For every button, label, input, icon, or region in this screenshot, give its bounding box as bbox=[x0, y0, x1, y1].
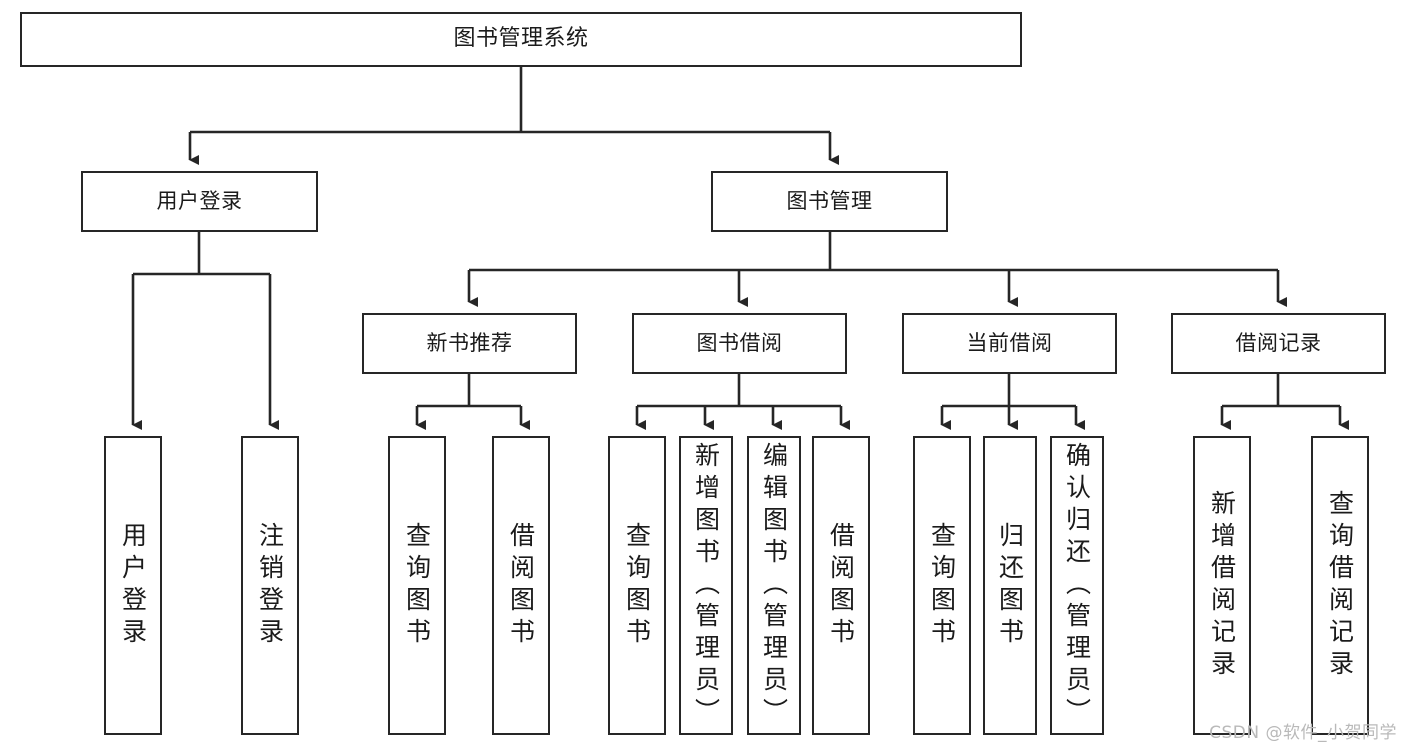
leaf-user-login-logout[interactable]: 注销登录 bbox=[241, 436, 299, 735]
leaf-current-borrow-return-label: 归还图书 bbox=[995, 521, 1025, 650]
leaf-borrow-record-query[interactable]: 查询借阅记录 bbox=[1311, 436, 1369, 735]
leaf-new-book-query-label: 查询图书 bbox=[402, 521, 432, 650]
node-user-login[interactable]: 用户登录 bbox=[81, 171, 318, 232]
node-current-borrow-label: 当前借阅 bbox=[966, 330, 1053, 355]
leaf-book-borrow-add-label: 新增图书（管理员） bbox=[691, 442, 721, 730]
node-current-borrow[interactable]: 当前借阅 bbox=[902, 313, 1117, 374]
leaf-current-borrow-return[interactable]: 归还图书 bbox=[983, 436, 1037, 735]
leaf-user-login-login-label: 用户登录 bbox=[118, 521, 148, 650]
leaf-book-borrow-query-label: 查询图书 bbox=[622, 521, 652, 650]
watermark: CSDN @软件_小贺同学 bbox=[1209, 723, 1397, 743]
node-root-system[interactable]: 图书管理系统 bbox=[20, 12, 1022, 67]
leaf-borrow-record-query-label: 查询借阅记录 bbox=[1325, 489, 1355, 682]
leaf-current-borrow-confirm-label: 确认归还（管理员） bbox=[1062, 442, 1092, 730]
node-new-book-recommend[interactable]: 新书推荐 bbox=[362, 313, 577, 374]
leaf-new-book-borrow-label: 借阅图书 bbox=[506, 521, 536, 650]
leaf-current-borrow-confirm[interactable]: 确认归还（管理员） bbox=[1050, 436, 1104, 735]
leaf-current-borrow-query[interactable]: 查询图书 bbox=[913, 436, 971, 735]
node-new-book-recommend-label: 新书推荐 bbox=[426, 330, 513, 355]
leaf-current-borrow-query-label: 查询图书 bbox=[927, 521, 957, 650]
leaf-borrow-record-add[interactable]: 新增借阅记录 bbox=[1193, 436, 1251, 735]
node-borrow-record-label: 借阅记录 bbox=[1235, 330, 1322, 355]
node-borrow-record[interactable]: 借阅记录 bbox=[1171, 313, 1386, 374]
node-book-borrow[interactable]: 图书借阅 bbox=[632, 313, 847, 374]
leaf-book-borrow-borrow-label: 借阅图书 bbox=[826, 521, 856, 650]
node-book-borrow-label: 图书借阅 bbox=[696, 330, 783, 355]
leaf-borrow-record-add-label: 新增借阅记录 bbox=[1207, 489, 1237, 682]
leaf-book-borrow-edit[interactable]: 编辑图书（管理员） bbox=[747, 436, 801, 735]
node-user-login-label: 用户登录 bbox=[156, 188, 243, 213]
node-root-system-label: 图书管理系统 bbox=[453, 26, 589, 52]
leaf-book-borrow-query[interactable]: 查询图书 bbox=[608, 436, 666, 735]
leaf-book-borrow-add[interactable]: 新增图书（管理员） bbox=[679, 436, 733, 735]
leaf-book-borrow-borrow[interactable]: 借阅图书 bbox=[812, 436, 870, 735]
node-book-manage-label: 图书管理 bbox=[786, 188, 873, 213]
leaf-book-borrow-edit-label: 编辑图书（管理员） bbox=[759, 442, 789, 730]
leaf-user-login-logout-label: 注销登录 bbox=[255, 521, 285, 650]
leaf-user-login-login[interactable]: 用户登录 bbox=[104, 436, 162, 735]
node-book-manage[interactable]: 图书管理 bbox=[711, 171, 948, 232]
leaf-new-book-query[interactable]: 查询图书 bbox=[388, 436, 446, 735]
leaf-new-book-borrow[interactable]: 借阅图书 bbox=[492, 436, 550, 735]
